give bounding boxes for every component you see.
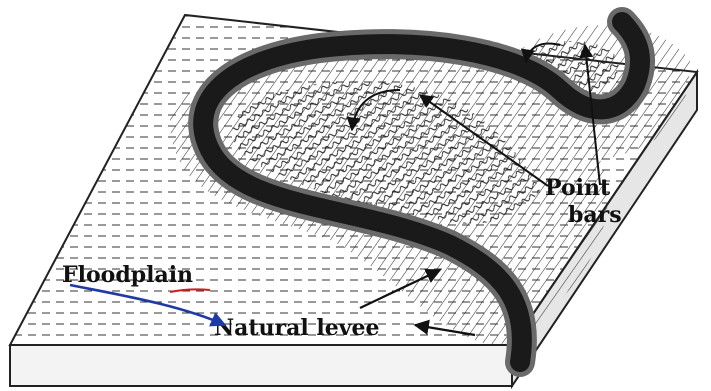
block-front-face — [10, 345, 512, 386]
point-bars-label-line1: Point — [545, 175, 611, 201]
floodplain-label: Floodplain — [62, 262, 193, 288]
point-bars-label-line2: bars — [568, 202, 622, 228]
natural-levee-label: Natural levee — [214, 315, 380, 341]
